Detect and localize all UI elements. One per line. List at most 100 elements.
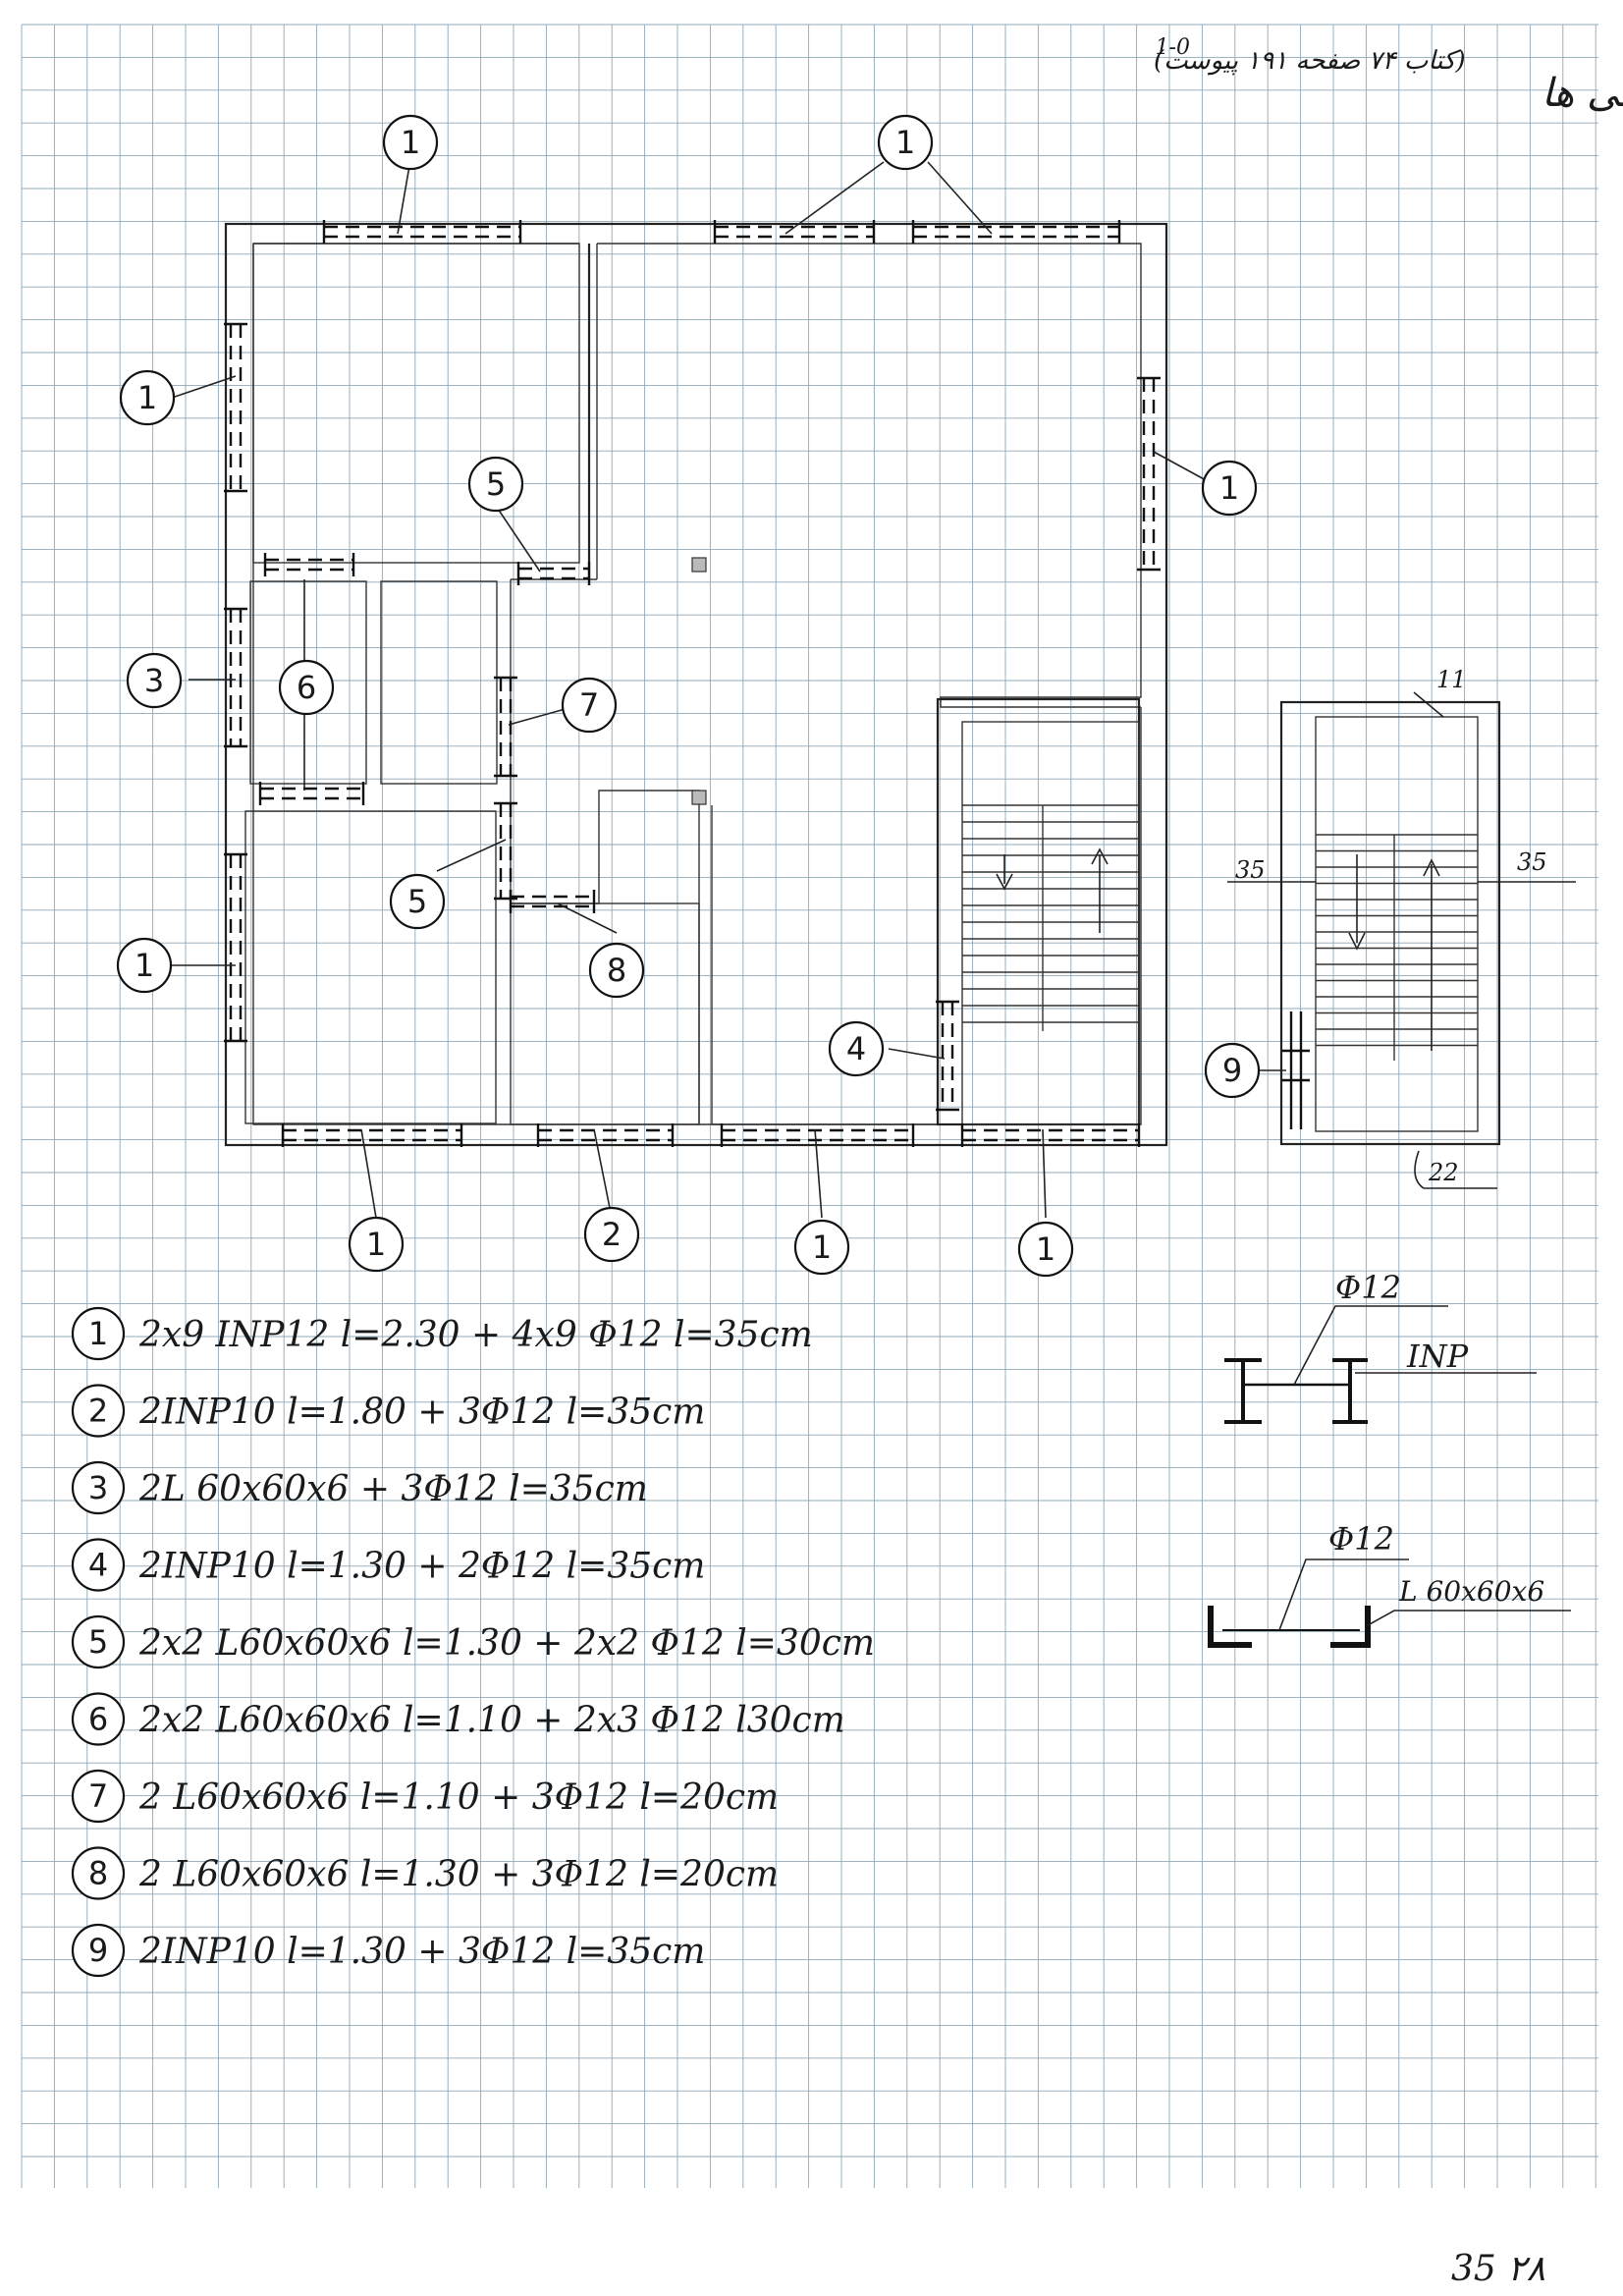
inp-bar-label: Φ12 [1335, 1269, 1401, 1306]
legend-tag-circle [71, 1692, 126, 1746]
legend-tag-circle [71, 1460, 126, 1515]
lintel-marks [224, 220, 1161, 1147]
angle-section-right [1330, 1606, 1371, 1648]
stair-detail-inner [1315, 716, 1479, 1132]
legend-tag-circle [71, 1538, 126, 1592]
tag-circle [382, 114, 439, 171]
dim-line-bottom [1414, 1150, 1497, 1189]
legend-tag-circle [71, 1923, 126, 1978]
legend-text: 2x9 INP12 l=2.30 + 4x9 Φ12 l=35cm [138, 1315, 813, 1355]
tag-number: 1 [135, 947, 154, 984]
angle-bar-leader [1278, 1558, 1409, 1631]
page-number: 35 ۲۸ [1451, 2249, 1545, 2289]
angle-bar-label: Φ12 [1328, 1520, 1394, 1558]
legend-row-8: 8 2 L60x60x6 l=1.30 + 3Φ12 l=20cm [71, 1846, 779, 1900]
graph-paper-grid [21, 24, 1598, 2188]
stair-detail-lintel [1282, 1011, 1310, 1129]
legend-tag-number: 1 [88, 1315, 108, 1352]
legend-tag-number: 7 [88, 1777, 108, 1815]
stair-detail-outer [1279, 700, 1501, 1146]
plan-tag-9: 9 [1204, 1042, 1261, 1099]
stair-arrow-head-down [996, 873, 1013, 891]
legend-tag-number: 2 [88, 1393, 108, 1430]
stair-detail-arrow-up [1423, 858, 1440, 1051]
legend-text: 2INP10 l=1.30 + 3Φ12 l=35cm [138, 1932, 705, 1972]
legend-tag-number: 8 [88, 1855, 108, 1892]
tag-circle [348, 1216, 405, 1273]
legend-text: 2INP10 l=1.80 + 3Φ12 l=35cm [138, 1393, 705, 1433]
tag-circle [116, 937, 173, 994]
tag-circle [389, 873, 446, 930]
room-bottom-left [244, 810, 497, 1124]
sheet-number: 1-0 [1156, 35, 1190, 60]
plan-tag-6: 6 [278, 659, 335, 716]
stair-detail-arrow-down [1348, 854, 1366, 951]
column-center [691, 557, 707, 573]
floor-plan [165, 159, 1286, 1219]
inp-section-label: INP [1406, 1338, 1469, 1375]
stair-dim-top: 11 [1436, 666, 1467, 693]
legend-tag-circle [71, 1846, 126, 1900]
room-top-left [252, 243, 580, 564]
inp-section-right [1332, 1358, 1368, 1424]
stair-arrow-head-up [1091, 847, 1109, 865]
tag-circle [583, 1206, 640, 1263]
room-small-left [249, 580, 367, 785]
tag-circle [793, 1219, 850, 1276]
outer-wall [224, 222, 1168, 1147]
legend-tag-number: 3 [88, 1469, 108, 1506]
legend-text: 2L 60x60x6 + 3Φ12 l=35cm [138, 1469, 648, 1509]
stair-core-inner [961, 721, 1140, 1125]
tag-number: 1 [1036, 1230, 1055, 1268]
tag-number: 1 [895, 124, 915, 161]
tag-leader-lines [165, 159, 1286, 1219]
angle-section-leader [1367, 1610, 1571, 1626]
stair-dim-bottom: 22 [1428, 1159, 1459, 1186]
tag-circle [1201, 460, 1258, 517]
plan-tag-8: 8 [588, 942, 645, 999]
legend-row-2: 2 2INP10 l=1.80 + 3Φ12 l=35cm [71, 1384, 705, 1438]
tag-number: 1 [1219, 469, 1239, 507]
legend-row-3: 3 2L 60x60x6 + 3Φ12 l=35cm [71, 1460, 648, 1515]
inp-section-detail: Φ12 INP [1224, 1269, 1537, 1424]
tag-number: 1 [812, 1229, 832, 1266]
plan-tag-1: 1 [1017, 1221, 1074, 1278]
legend-text: 2x2 L60x60x6 l=1.10 + 2x3 Φ12 l30cm [138, 1701, 845, 1741]
room-bottom-middle [510, 902, 700, 1125]
legend-text: 2 L60x60x6 l=1.10 + 3Φ12 l=20cm [138, 1777, 779, 1818]
tag-circle [1017, 1221, 1074, 1278]
legend-tag-circle [71, 1384, 126, 1438]
tag-circle [278, 659, 335, 716]
lintel-legend: 1 2x9 INP12 l=2.30 + 4x9 Φ12 l=35cm 2 2INP1… [71, 1306, 875, 1978]
legend-row-7: 7 2 L60x60x6 l=1.10 + 3Φ12 l=20cm [71, 1769, 779, 1824]
tag-number: 4 [846, 1030, 866, 1067]
tag-number: 6 [297, 669, 316, 706]
room-small-middle [380, 580, 498, 785]
plan-tag-1: 1 [119, 369, 176, 426]
legend-text: 2x2 L60x60x6 l=1.30 + 2x2 Φ12 l=30cm [138, 1623, 875, 1664]
tag-circle [467, 456, 524, 513]
tag-number: 1 [401, 124, 420, 161]
plan-tag-4: 4 [828, 1020, 885, 1077]
hall-wall [711, 805, 938, 1125]
plan-tag-7: 7 [561, 677, 618, 734]
plan-tag-3: 3 [126, 652, 183, 709]
sheet-title: نقشه: نعل درگاهی ها [1542, 71, 1623, 116]
legend-tag-number: 4 [88, 1547, 108, 1584]
legend-text: 2 L60x60x6 l=1.30 + 3Φ12 l=20cm [138, 1855, 779, 1895]
tag-number: 7 [579, 686, 599, 724]
tag-circle [126, 652, 183, 709]
inp-bar-leader [1293, 1305, 1448, 1386]
tag-number: 5 [407, 883, 427, 920]
stair-dim-left: 35 [1235, 856, 1266, 884]
tag-circle [877, 114, 934, 171]
legend-tag-circle [71, 1614, 126, 1669]
inp-section-left [1224, 1358, 1262, 1424]
dim-line-top [1413, 691, 1444, 718]
plan-tag-1: 1 [348, 1216, 405, 1273]
tag-circle [561, 677, 618, 734]
